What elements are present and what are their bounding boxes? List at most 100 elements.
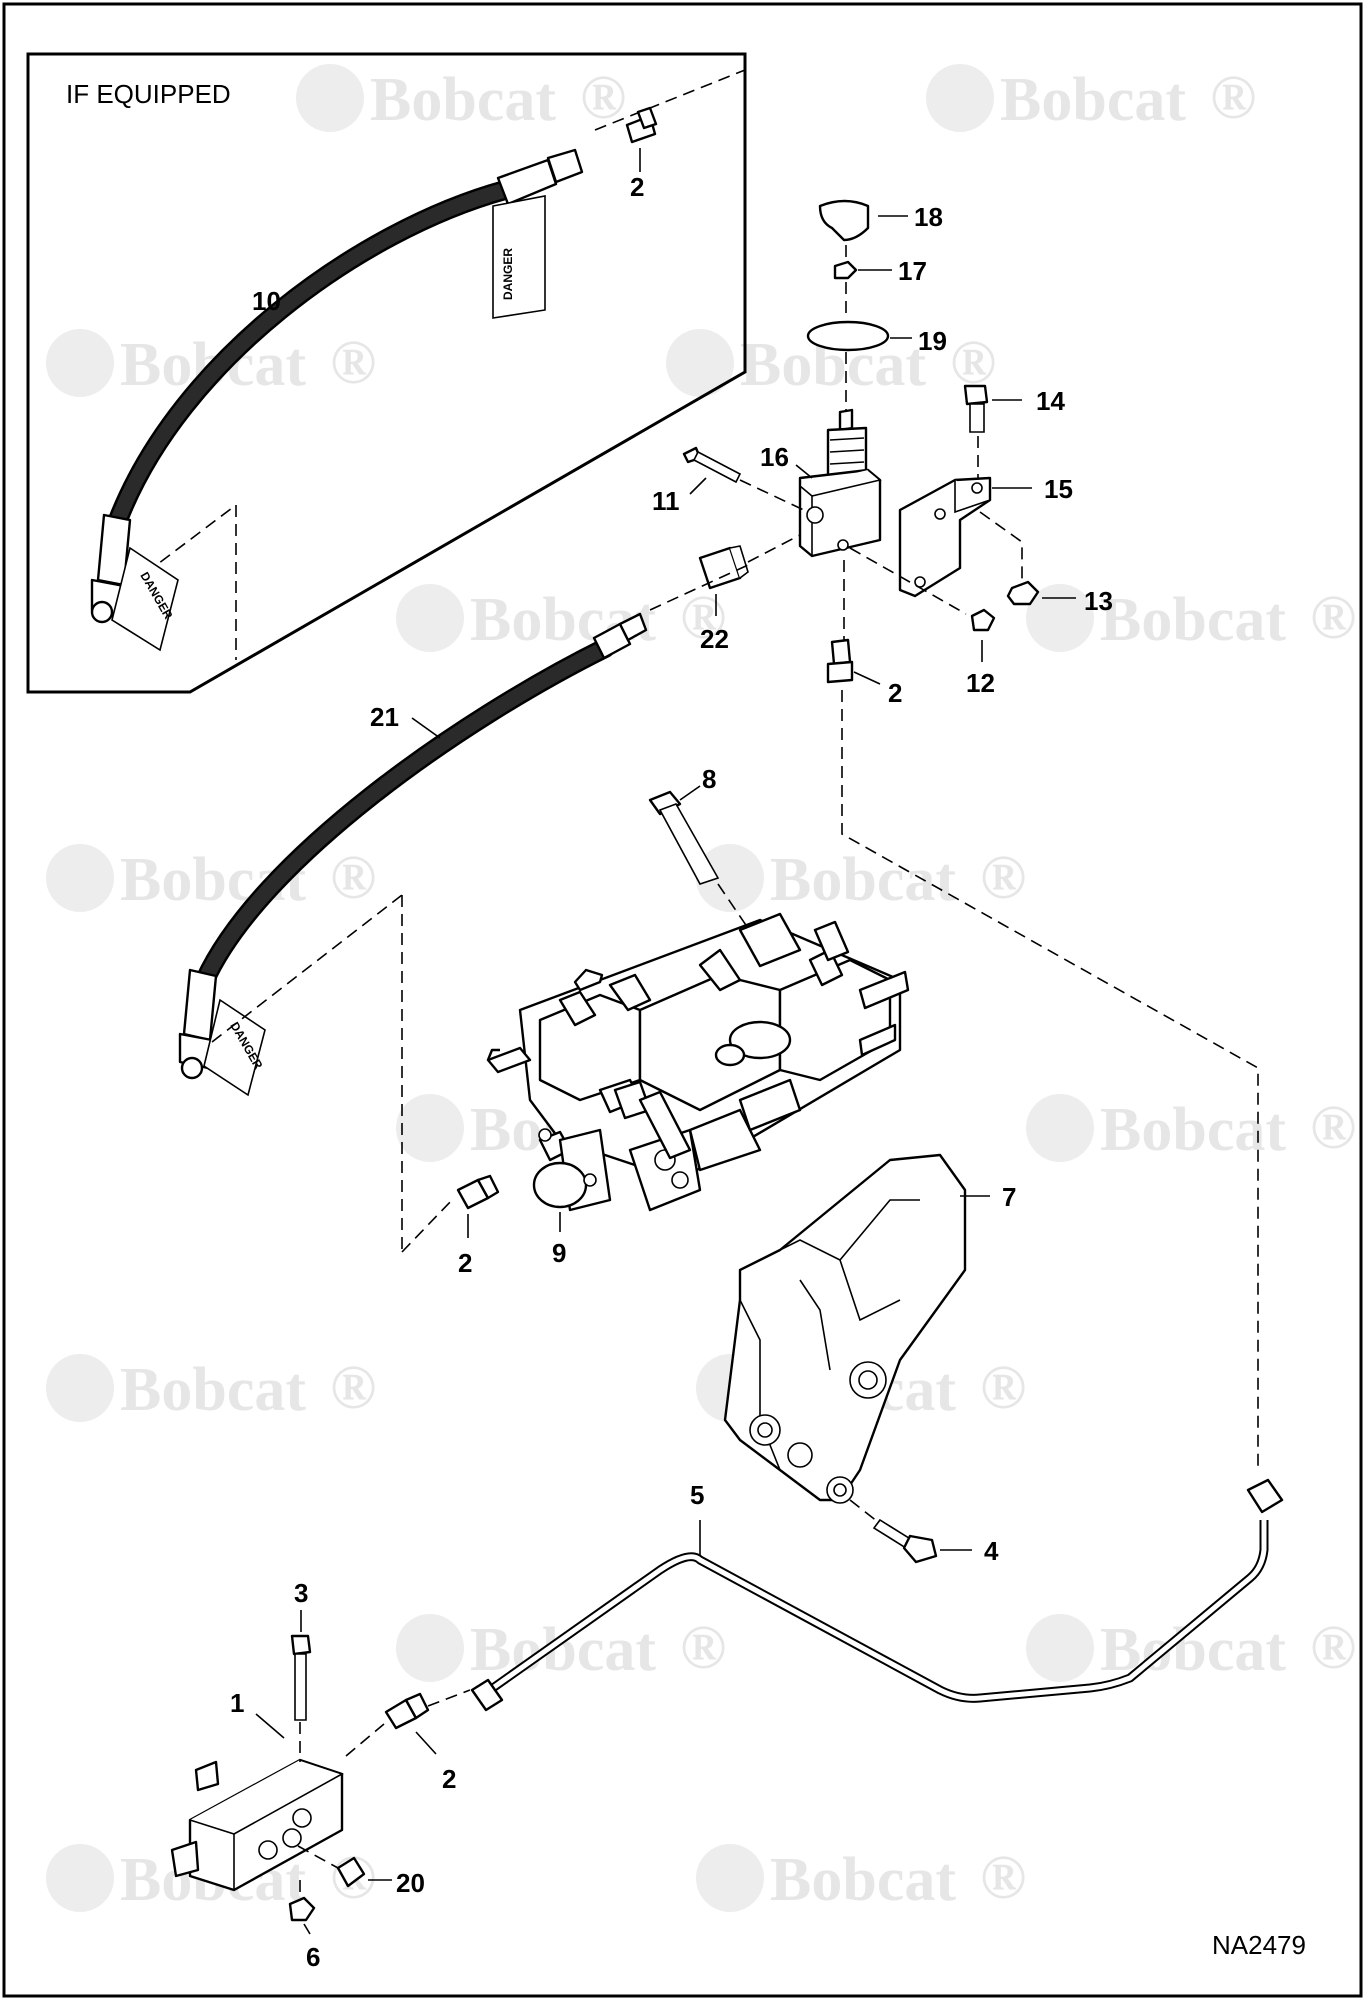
- callout-19: 19: [918, 326, 947, 356]
- fitting-2-divider: [384, 1692, 430, 1730]
- dashed-path: [739, 479, 809, 513]
- svg-text:DANGER: DANGER: [501, 248, 515, 300]
- dashed-path: [841, 690, 1259, 1470]
- dashed-path: [979, 511, 1023, 580]
- callout-15: 15: [1044, 474, 1073, 504]
- svg-text:®: ®: [1210, 64, 1256, 132]
- plug-18: [818, 199, 870, 242]
- adapter-22: [698, 545, 749, 590]
- watermark: Bobcat ®: [46, 1354, 376, 1424]
- svg-text:®: ®: [1310, 584, 1356, 652]
- callout-3: 3: [294, 1578, 308, 1608]
- hydraulic-pump-9: [486, 912, 910, 1212]
- danger-tag: DANGER: [111, 546, 179, 652]
- bolt-3: [290, 1634, 312, 1721]
- watermark: Bobcat ®: [396, 1614, 726, 1684]
- svg-text:Bobcat: Bobcat: [770, 1846, 956, 1914]
- svg-text:®: ®: [980, 844, 1026, 912]
- watermark: Bobcat ®: [46, 1844, 376, 1914]
- svg-text:Bobcat: Bobcat: [1000, 66, 1186, 134]
- callout-11: 11: [652, 486, 680, 516]
- svg-text:Bobcat: Bobcat: [120, 1356, 306, 1424]
- dashed-path: [427, 1689, 471, 1707]
- leader-line: [795, 464, 813, 479]
- danger-tag: DANGER: [203, 998, 266, 1097]
- nut-13: [1006, 580, 1040, 606]
- tube-5: [470, 1478, 1284, 1712]
- callout-8: 8: [702, 764, 716, 794]
- svg-text:Bobcat: Bobcat: [770, 846, 956, 914]
- svg-text:®: ®: [1310, 1094, 1356, 1162]
- dashed-path: [849, 1499, 879, 1523]
- dashed-path: [747, 534, 801, 563]
- figure-code: NA2479: [1212, 1930, 1306, 1960]
- svg-text:®: ®: [1310, 1614, 1356, 1682]
- watermark: Bobcat ®: [46, 329, 376, 399]
- watermark: Bobcat ®: [1026, 1094, 1356, 1164]
- svg-text:®: ®: [330, 1354, 376, 1422]
- callout-4: 4: [984, 1536, 999, 1566]
- dashed-path: [345, 1723, 385, 1757]
- leader-line: [689, 477, 707, 495]
- callout-20: 20: [396, 1868, 425, 1898]
- watermark: Bobcat ®: [926, 64, 1256, 134]
- bolt-4: [872, 1518, 938, 1564]
- bracket-7: [723, 1153, 967, 1504]
- callout-12: 12: [966, 668, 995, 698]
- svg-text:Bobcat: Bobcat: [370, 66, 556, 134]
- if-equipped-panel: [26, 52, 747, 694]
- hose-10: DANGER DANGER: [90, 148, 584, 652]
- leader-line: [255, 1713, 285, 1739]
- dashed-path: [594, 69, 746, 131]
- watermark: Bobcat ®: [1026, 584, 1356, 654]
- svg-text:®: ®: [580, 64, 626, 132]
- fitting-2-pump: [456, 1174, 500, 1210]
- watermark: Bobcat ®: [696, 844, 1026, 914]
- callout-14: 14: [1036, 386, 1065, 416]
- nut-12: [970, 608, 996, 632]
- callout-22: 22: [700, 624, 729, 654]
- bolt-11: [682, 446, 742, 484]
- leader-line: [853, 671, 881, 685]
- dashed-path: [297, 1845, 339, 1869]
- dashed-path: [211, 894, 403, 1043]
- svg-text:Bobcat: Bobcat: [1100, 586, 1286, 654]
- callout-1: 1: [230, 1688, 244, 1718]
- callout-2: 2: [630, 172, 644, 202]
- fitting-2-valve: [826, 638, 854, 684]
- svg-text:Bobcat: Bobcat: [470, 1616, 656, 1684]
- fitting-2-top: [625, 106, 658, 144]
- svg-text:®: ®: [330, 844, 376, 912]
- divider-block-1: [170, 1758, 344, 1892]
- callout-2: 2: [442, 1764, 456, 1794]
- hose-21: DANGER: [178, 612, 648, 1097]
- callout-13: 13: [1084, 586, 1113, 616]
- callout-16: 16: [760, 442, 789, 472]
- callout-9: 9: [552, 1238, 566, 1268]
- washer-19: [806, 320, 890, 352]
- bracket-15: [898, 476, 992, 598]
- svg-text:®: ®: [330, 329, 376, 397]
- leader-line: [679, 785, 701, 801]
- leader-line: [415, 1731, 437, 1755]
- bolt-14: [963, 384, 989, 433]
- callout-2: 2: [458, 1248, 472, 1278]
- svg-text:Bobcat: Bobcat: [1100, 1096, 1286, 1164]
- dashed-path: [849, 547, 967, 615]
- if-equipped-label: IF EQUIPPED: [66, 79, 231, 109]
- watermark: Bobcat ®: [396, 584, 726, 654]
- valve-16: [798, 408, 882, 558]
- svg-text:®: ®: [680, 1614, 726, 1682]
- plug-20: [336, 1856, 366, 1888]
- callout-7: 7: [1002, 1182, 1016, 1212]
- callout-17: 17: [898, 256, 927, 286]
- watermark-layer: Bobcat ® Bobcat ® Bobcat ® Bobcat ® Bobc…: [46, 64, 1356, 1914]
- watermark: Bobcat ®: [46, 844, 376, 914]
- nut-17: [833, 260, 858, 280]
- danger-tag: DANGER: [492, 195, 546, 319]
- leader-line: [303, 1923, 311, 1935]
- leader-line: [411, 717, 441, 739]
- svg-text:®: ®: [680, 584, 726, 652]
- callout-5: 5: [690, 1480, 704, 1510]
